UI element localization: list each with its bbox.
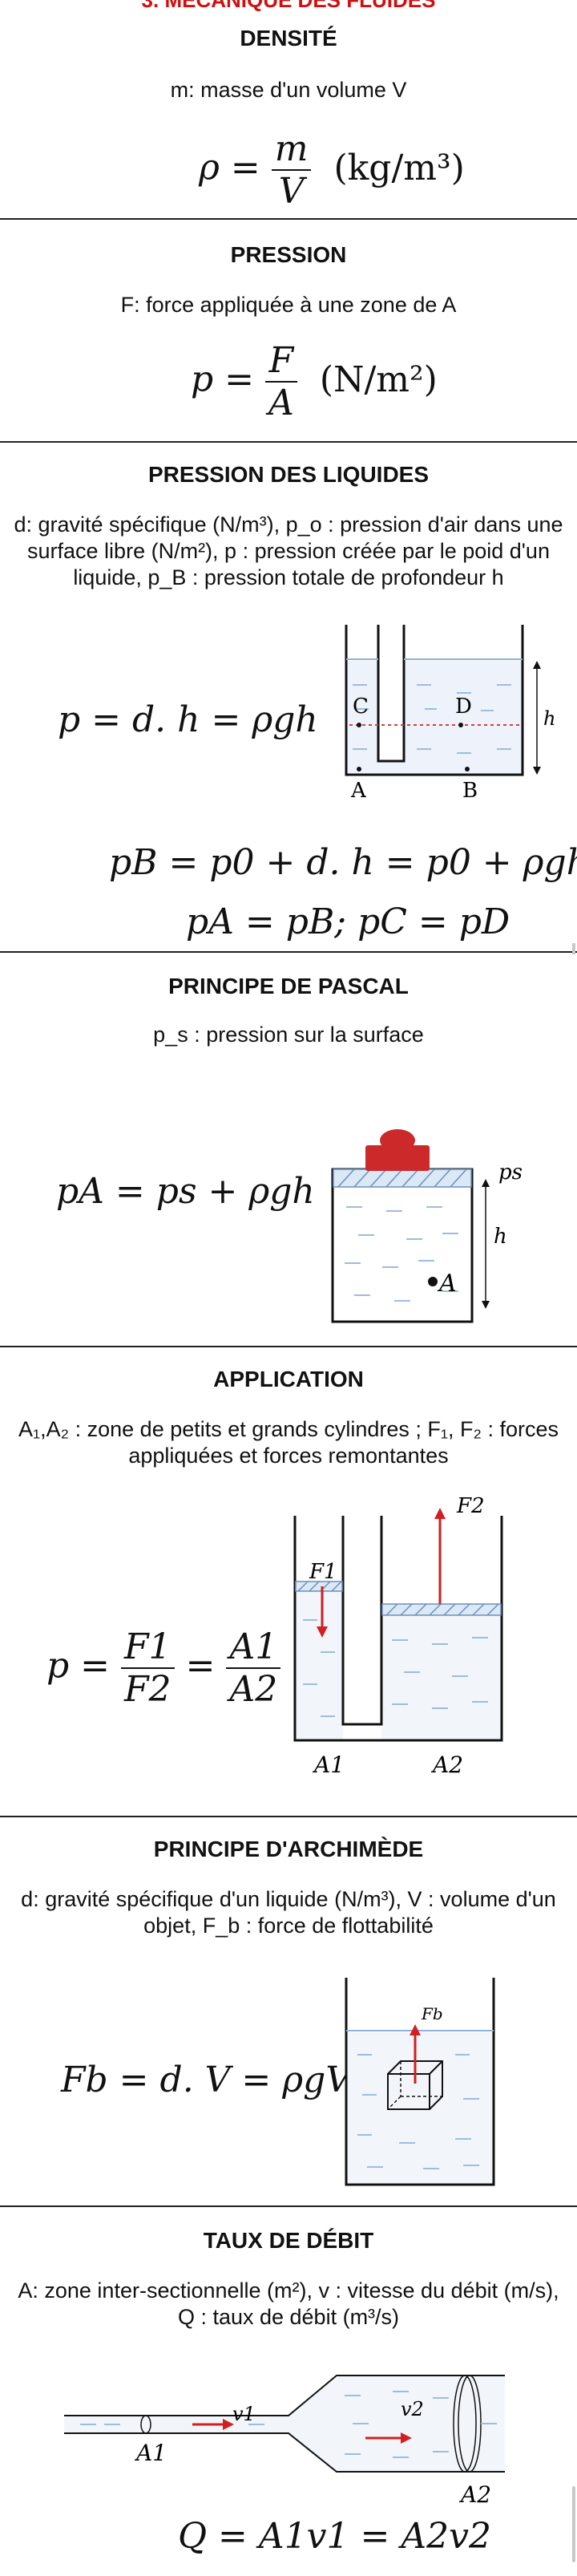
section-archimedes: PRINCIPE D'ARCHIMÈDE d: gravité spécifiq… [0, 1817, 577, 2207]
scrollbar[interactable] [572, 2486, 575, 2562]
section-description: F: force appliquée à une zone de A [120, 293, 457, 317]
label-f2: F2 [456, 1494, 485, 1518]
label-v2: v2 [401, 2398, 424, 2420]
label-ps: ps [498, 1160, 523, 1185]
label-f1: F1 [309, 1560, 337, 1584]
u-tube-diagram: C D A B h [345, 625, 555, 803]
label-a: A [437, 1270, 457, 1298]
section-title: PRESSION [230, 242, 347, 267]
pipe-flow-diagram: v1 v2 A1 A2 [64, 2375, 505, 2508]
pascal-container-diagram: A ps h [331, 1129, 523, 1323]
section-description: A₁,A₂ : zone de petits et grands cylindr… [18, 1417, 559, 1468]
label-a1: A1 [312, 1752, 345, 1778]
hydraulic-press-diagram: F1 F2 A1 A2 [293, 1494, 503, 1778]
section-title: PRESSION DES LIQUIDES [147, 462, 430, 487]
archimedes-formula: Fb = d. V = ρgV [61, 2060, 352, 2100]
label-v1: v1 [232, 2403, 256, 2425]
section-title: APPLICATION [213, 1367, 364, 1391]
label-fb: Fb [421, 2004, 443, 2023]
section-title: PRINCIPE D'ARCHIMÈDE [153, 1837, 424, 1861]
section-pascal: PRINCIPE DE PASCAL p_s : pression sur la… [0, 953, 577, 1347]
scroll-indicator[interactable] [572, 943, 575, 954]
buoyancy-diagram: Fb [345, 1978, 495, 2186]
label-a: A [350, 779, 367, 803]
label-a1: A1 [134, 2440, 167, 2466]
label-h: h [494, 1225, 507, 1249]
section-description: d: gravité spécifique d'un liquide (N/m³… [21, 1887, 556, 1938]
section-description: m: masse d'un volume V [170, 78, 407, 102]
label-h: h [543, 707, 555, 730]
section-description: A: zone inter-sectionnelle (m²), v : vit… [18, 2278, 559, 2329]
label-d: D [455, 695, 472, 719]
section-application: APPLICATION A₁,A₂ : zone de petits et gr… [0, 1347, 577, 1817]
flow-rate-formula: Q = A1v1 = A2v2 [178, 2516, 491, 2557]
section-description: p_s : pression sur la surface [153, 1023, 424, 1047]
total-pressure-formula: pB = p0 + d. h = p0 + ρgh [109, 842, 577, 883]
liquid-pressure-formula: p = d. h = ρgh [58, 699, 318, 740]
label-c: C [353, 695, 369, 719]
label-a2: A2 [458, 2481, 491, 2508]
section-title: PRINCIPE DE PASCAL [168, 974, 409, 998]
equal-pressure-formula: pA = pB; pC = pD [186, 901, 510, 942]
section-title: DENSITÉ [240, 26, 337, 51]
section-description: d: gravité spécifique (N/m³), p_o : pres… [14, 512, 563, 589]
section-liquid-pressure: PRESSION DES LIQUIDES d: gravité spécifi… [0, 443, 577, 953]
label-a2: A2 [430, 1752, 463, 1778]
label-b: B [462, 779, 478, 803]
pascal-formula: pA = ps + ρgh [56, 1171, 315, 1212]
section-title: TAUX DE DÉBIT [203, 2228, 374, 2253]
section-pressure: PRESSION F: force appliquée à une zone d… [0, 220, 577, 443]
section-flow-rate: TAUX DE DÉBIT A: zone inter-sectionnelle… [0, 2207, 577, 2576]
cut-page-title: 3. MÉCANIQUE DES FLUIDES [0, 0, 577, 11]
